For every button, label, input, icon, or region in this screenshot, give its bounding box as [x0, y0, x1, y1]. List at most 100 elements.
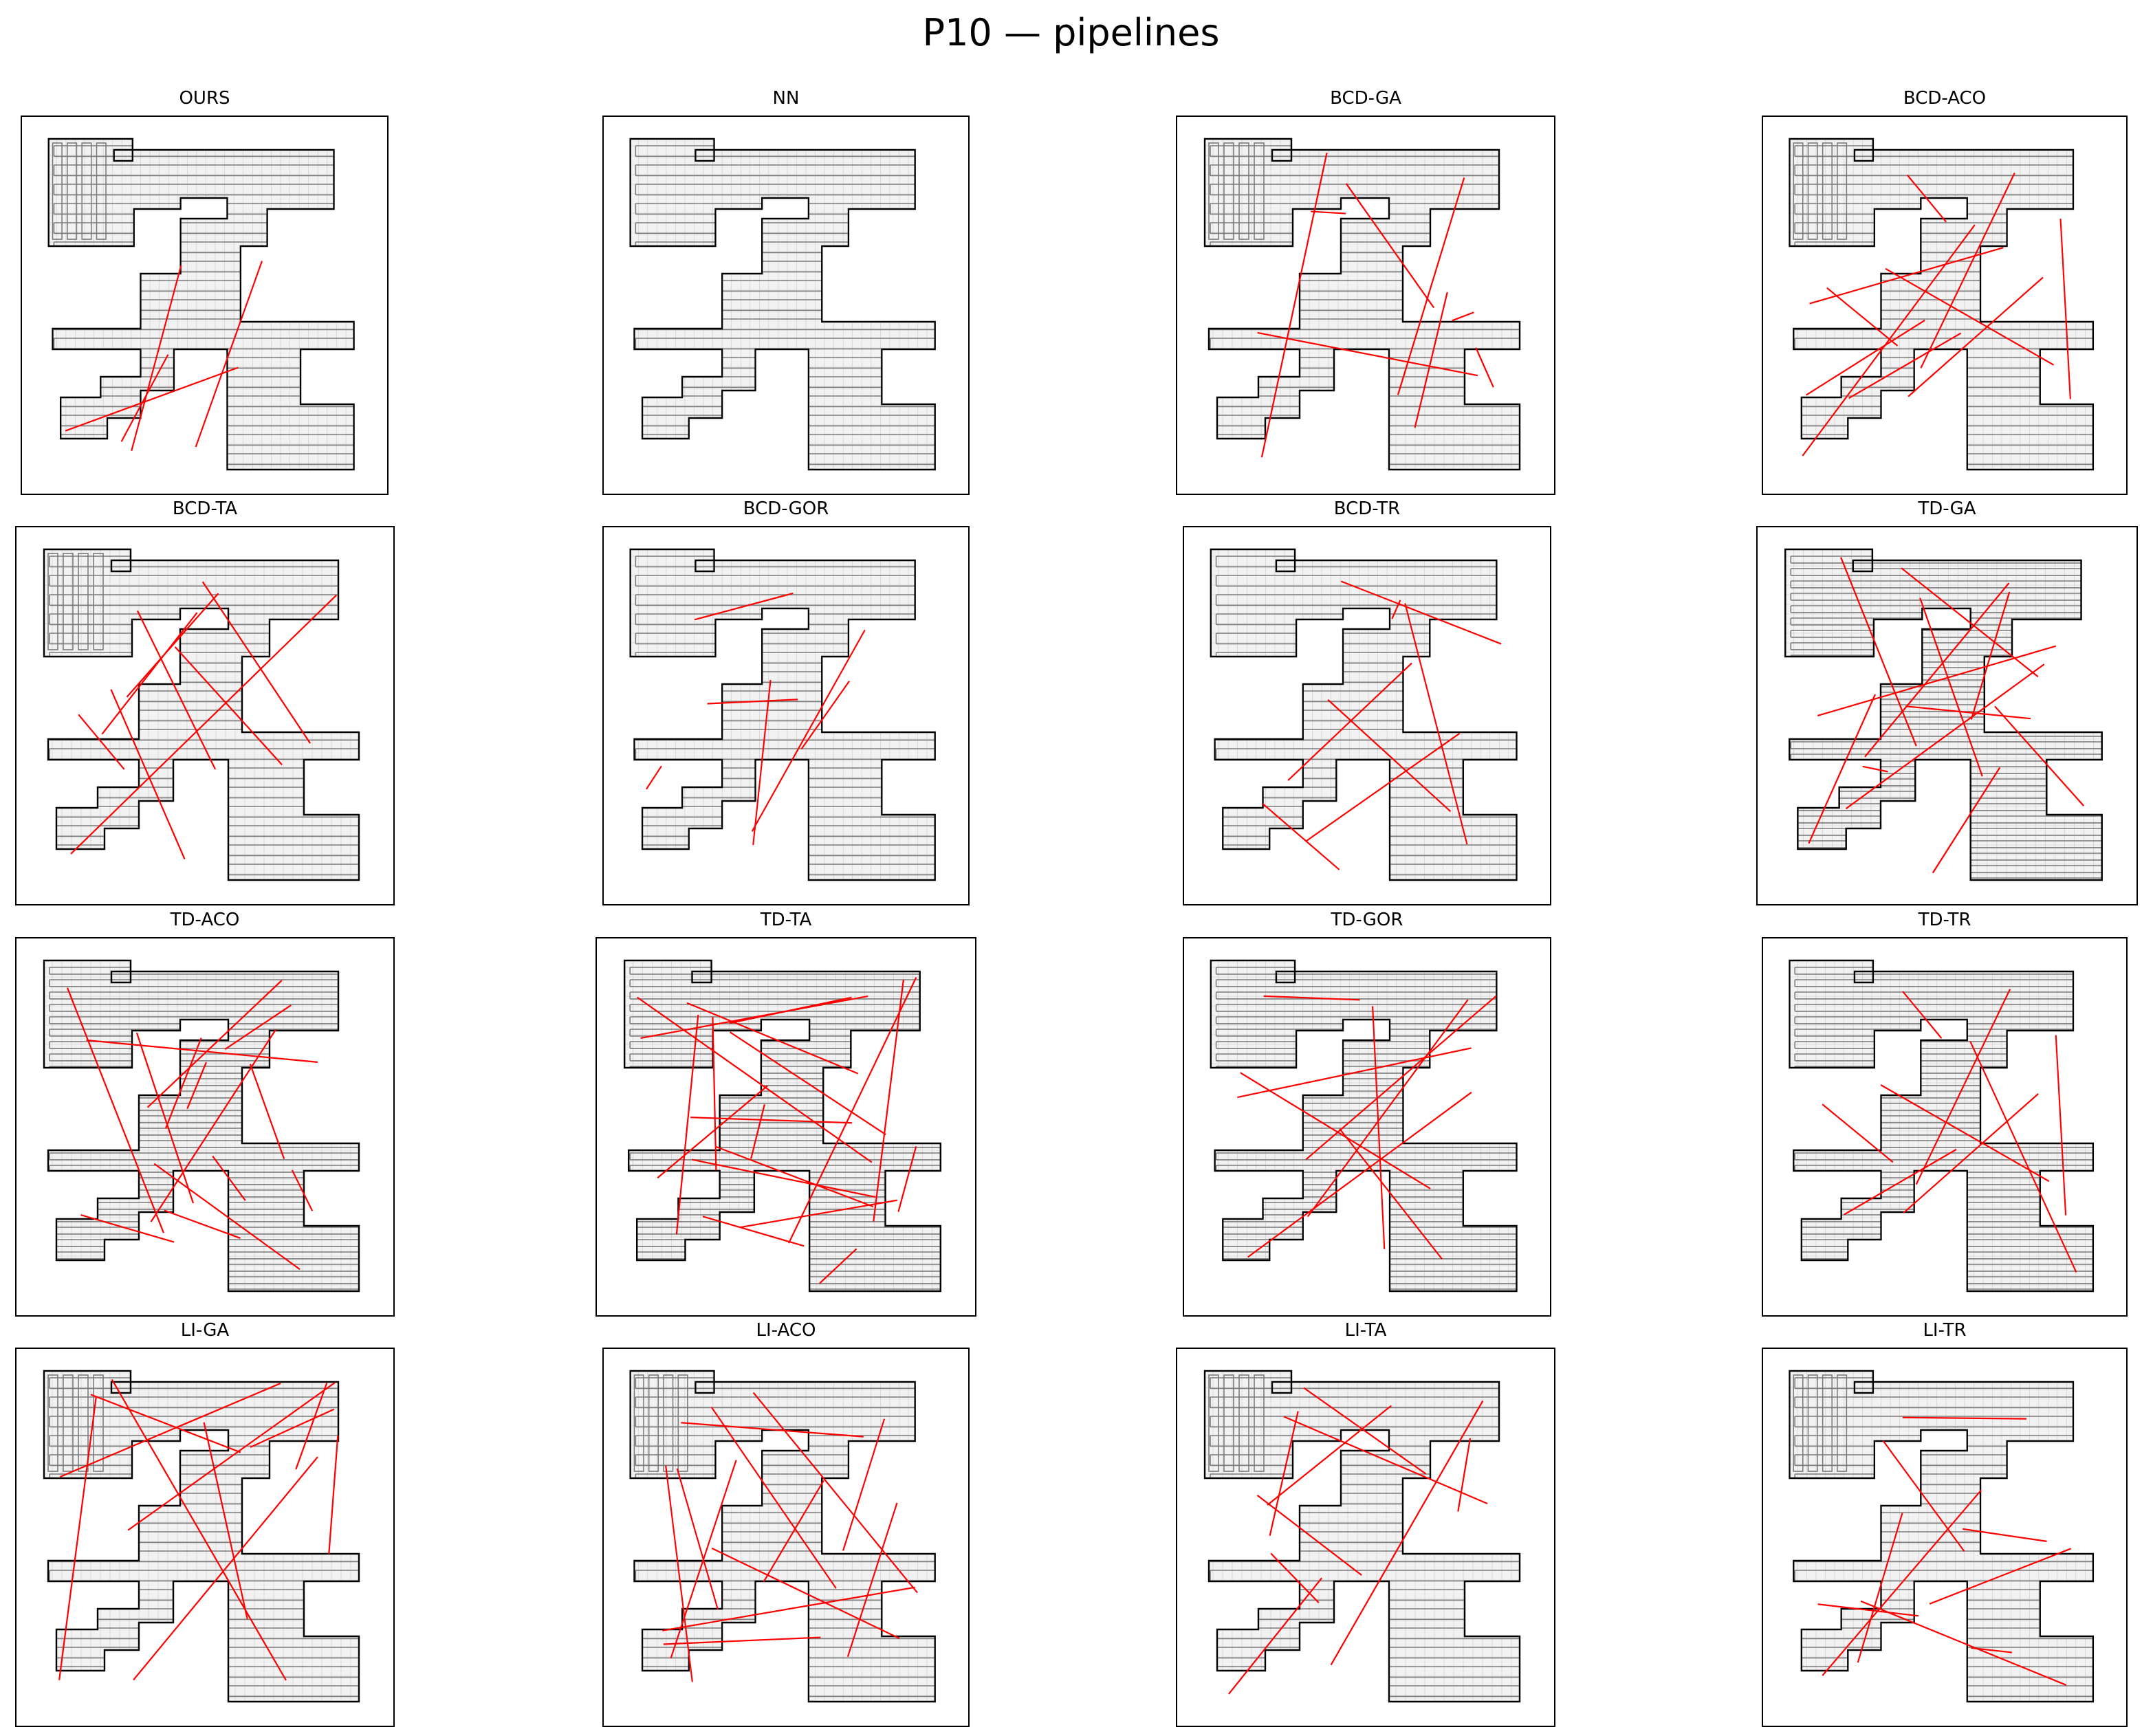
- panel-frame: [15, 1348, 395, 1727]
- transition-segment: [1905, 705, 2031, 720]
- transition-segment: [1901, 567, 2039, 678]
- panel-title: TD-TA: [760, 910, 812, 930]
- workspace-region: [624, 960, 941, 1291]
- transition-segment: [90, 1394, 241, 1453]
- workspace-region: [630, 139, 935, 470]
- workspace-outline: [1203, 1370, 1521, 1703]
- panel-frame: [1183, 526, 1551, 905]
- transition-segment: [1802, 224, 1976, 457]
- transition-segment: [897, 1146, 917, 1212]
- panel-bcd-gor: BCD-GOR: [602, 498, 970, 905]
- transition-segment: [1963, 1528, 2047, 1542]
- transition-segment: [1237, 1047, 1472, 1099]
- transition-segment: [1327, 699, 1452, 813]
- transition-segment: [1826, 287, 1899, 347]
- workspace-outline: [1789, 959, 2095, 1293]
- transition-segment: [740, 1199, 897, 1229]
- transition-segment: [1885, 267, 2055, 366]
- transition-segment: [1882, 1440, 1965, 1552]
- transition-segment: [1920, 172, 2015, 369]
- transition-segment: [1864, 582, 2010, 758]
- transition-segment: [788, 977, 917, 1244]
- panel-title: BCD-GOR: [743, 498, 829, 519]
- transition-segment: [135, 1032, 195, 1204]
- transition-segment: [295, 1383, 328, 1470]
- transition-segment: [101, 612, 198, 735]
- panel-bcd-tr: BCD-TR: [1183, 498, 1551, 905]
- transition-segment: [729, 1031, 886, 1136]
- transition-segment: [1263, 995, 1360, 1001]
- panel-frame: [1756, 526, 2138, 905]
- panel-frame: [1176, 1348, 1555, 1727]
- transition-segment: [676, 1468, 719, 1610]
- transition-segment: [78, 714, 125, 770]
- transition-segment: [691, 1158, 876, 1198]
- workspace-outline: [1784, 548, 2103, 881]
- figure-title: P10 — pipelines: [922, 11, 1220, 54]
- transition-segment: [86, 1039, 318, 1063]
- panel-li-tr: LI-TR: [1762, 1320, 2128, 1727]
- coverage-map: [629, 548, 936, 881]
- transition-segment: [637, 996, 873, 1163]
- transition-segment: [1822, 1103, 1894, 1163]
- panel-title: OURS: [179, 88, 230, 109]
- transition-segment: [153, 1163, 300, 1271]
- transition-segment: [126, 593, 219, 698]
- coverage-map: [43, 1370, 360, 1703]
- transition-segment: [203, 1422, 248, 1620]
- transition-segment: [1919, 597, 1983, 777]
- transition-segment: [58, 1396, 97, 1680]
- workspace-region: [44, 549, 359, 880]
- coverage-map: [43, 959, 360, 1293]
- transition-segment: [66, 987, 164, 1233]
- transition-segment: [1306, 732, 1461, 842]
- transition-segment: [164, 1037, 202, 1129]
- transition-segment: [224, 1004, 292, 1051]
- transition-segment: [70, 594, 338, 855]
- panel-title: LI-TR: [1923, 1320, 1967, 1341]
- transition-segment: [1303, 1387, 1427, 1475]
- workspace-outline: [623, 959, 942, 1293]
- transition-segment: [1475, 347, 1494, 388]
- workspace-outline: [629, 138, 936, 471]
- panel-bcd-ta: BCD-TA: [15, 498, 395, 905]
- transition-segment: [1240, 1072, 1431, 1189]
- transition-segment: [1848, 332, 1962, 399]
- transition-segment: [250, 1408, 335, 1448]
- transition-segment: [711, 1547, 900, 1640]
- workspace-outline: [1203, 138, 1521, 471]
- transition-segment: [1267, 1405, 1392, 1506]
- transition-segment: [120, 354, 169, 442]
- panel-title: TD-ACO: [170, 910, 240, 930]
- transition-segment: [702, 1216, 805, 1247]
- transition-segment: [1817, 1603, 1919, 1617]
- transition-segment: [1330, 1400, 1484, 1666]
- transition-segment: [1932, 767, 2001, 874]
- workspace-region: [1785, 549, 2102, 880]
- panel-title: BCD-GA: [1330, 88, 1401, 109]
- panel-li-ta: LI-TA: [1176, 1320, 1555, 1727]
- transition-segment: [1345, 183, 1435, 309]
- transition-segment: [1994, 705, 2085, 806]
- workspace-region: [630, 1371, 935, 1702]
- transition-segment: [665, 1465, 693, 1682]
- panel-title: BCD-TR: [1333, 498, 1401, 519]
- panel-frame: [602, 116, 970, 495]
- transition-segment: [1806, 319, 1925, 396]
- transition-segment: [2059, 219, 2071, 399]
- transition-segment: [1809, 247, 2004, 305]
- transition-segment: [707, 699, 798, 705]
- panel-ours: OURS: [21, 88, 389, 495]
- transition-segment: [1262, 803, 1340, 870]
- coverage-map: [43, 548, 360, 881]
- transition-segment: [1840, 557, 1917, 747]
- transition-segment: [846, 1502, 898, 1658]
- transition-segment: [681, 1422, 864, 1438]
- transition-segment: [1902, 991, 1943, 1039]
- workspace-outline: [43, 959, 360, 1293]
- panel-title: BCD-TA: [172, 498, 238, 519]
- transition-segment: [1915, 989, 2011, 1185]
- transition-segment: [1860, 1600, 2067, 1686]
- workspace-outline: [43, 1370, 360, 1703]
- transition-segment: [195, 261, 263, 448]
